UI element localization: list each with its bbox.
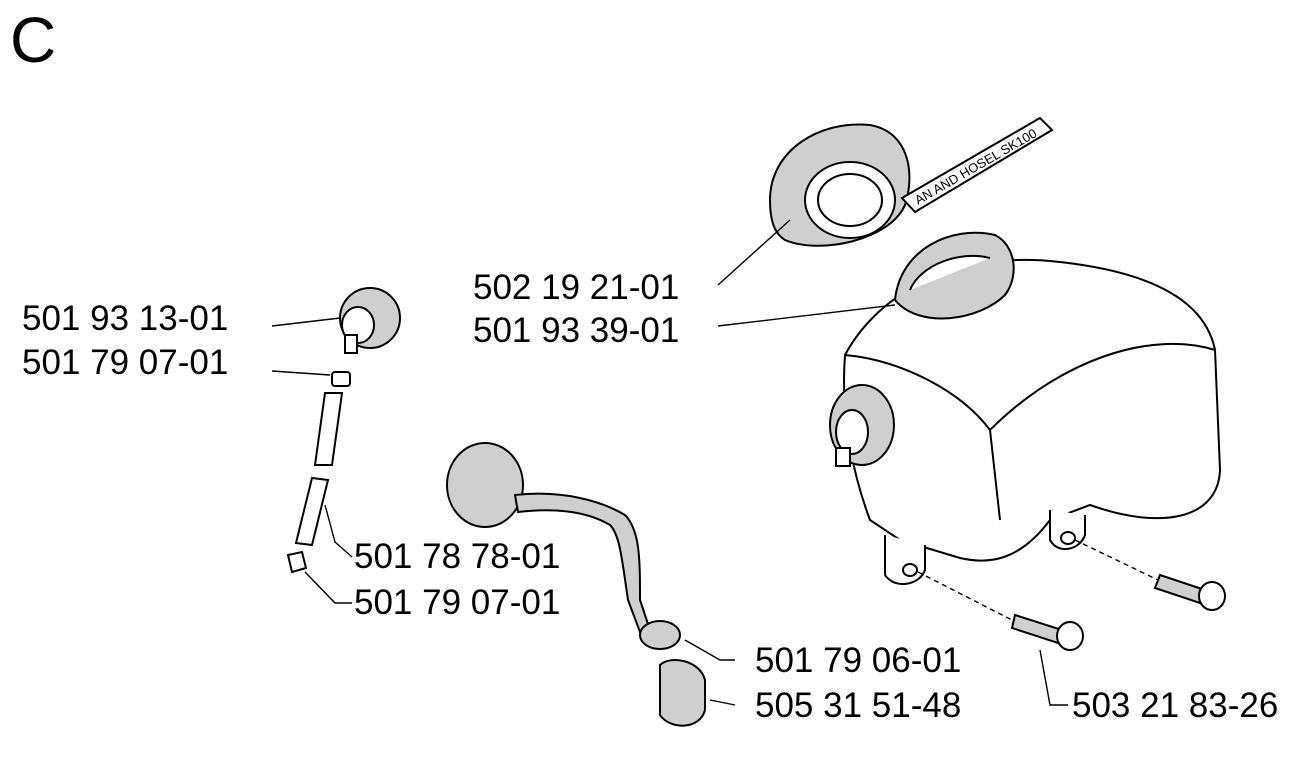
part-label-501-93-13-01: 501 93 13-01 xyxy=(22,299,228,338)
hose-lower xyxy=(294,476,330,547)
part-label-501-79-06-01: 501 79 06-01 xyxy=(755,641,961,680)
section-letter: C xyxy=(10,4,56,76)
fitting-bottom xyxy=(286,550,308,574)
hose-upper xyxy=(313,392,344,466)
decal-text: AN AND HOSEL SK100 xyxy=(912,125,1039,207)
part-label-501-78-78-01: 501 78 78-01 xyxy=(354,537,560,576)
bolt-2 xyxy=(1153,573,1226,611)
part-label-503-21-83-26: 503 21 83-26 xyxy=(1072,686,1278,725)
part-label-501-93-39-01: 501 93 39-01 xyxy=(473,311,679,350)
part-label-501-79-07-01-bottom: 501 79 07-01 xyxy=(354,583,560,622)
leader-lines xyxy=(271,219,1159,706)
fitting-top xyxy=(331,371,351,387)
part-label-502-19-21-01: 502 19 21-01 xyxy=(473,268,679,307)
tank-cap-part xyxy=(768,123,911,247)
bolt-1 xyxy=(1010,613,1084,651)
part-label-501-79-07-01-top: 501 79 07-01 xyxy=(22,343,228,382)
fuel-tank xyxy=(829,231,1222,585)
decal-strip: AN AND HOSEL SK100 xyxy=(900,116,1054,214)
vent-cap-part xyxy=(339,287,401,354)
fuel-hose-assembly xyxy=(446,442,706,727)
fuel-filter xyxy=(659,659,706,727)
part-label-505-31-51-48: 505 31 51-48 xyxy=(755,686,961,725)
